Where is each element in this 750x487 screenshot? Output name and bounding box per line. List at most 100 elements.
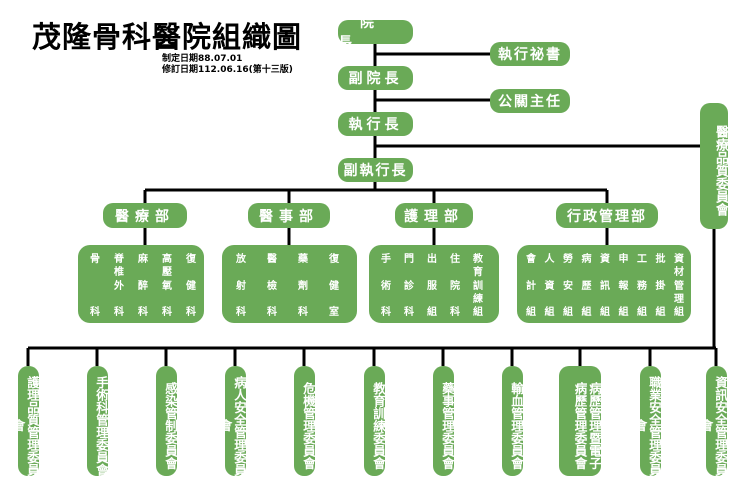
pr-director-node: 公關主任 [490,89,570,113]
unit-char: 安 [563,281,573,292]
unit-char: 訊 [600,281,610,292]
unit-column: 人資組 [542,245,558,323]
unit-char: 檢 [267,281,277,292]
unit-column: 放射科 [233,245,249,323]
dept-administration: 行政管理部 [556,203,658,228]
president-node: 院長 [338,15,413,51]
unit-char: 會 [526,254,536,265]
nursing-units-group: 手術科門診科出服組住院科教育訓練組 [369,245,499,323]
unit-column: 住院科 [447,245,463,323]
committee-label: 職業安全管理委員會 [632,375,663,476]
unit-char: 申 [618,254,629,265]
unit-column: 手術科 [378,245,394,323]
unit-char: 育 [473,267,483,278]
unit-char: 工 [637,254,647,265]
committee-label: 手術科管理委員會 [94,375,109,476]
committee-box: 感染管制委員會 [156,366,178,476]
committee-box: 教育訓練委員會 [364,366,386,476]
committee-label: 感染管制委員會 [163,381,178,470]
quality-committee-right-node: 醫療品質委員會 [700,103,728,229]
unit-char: 組 [526,307,536,318]
unit-column: 復健科 [183,245,199,323]
dept-medical: 醫療部 [103,203,187,228]
unit-char: 資 [674,254,684,265]
unit-column: 勞安組 [560,245,576,323]
unit-char: 手 [381,254,391,265]
vice-president-node: 副院長 [338,66,413,90]
unit-char: 椎 [114,267,124,278]
unit-char: 組 [618,307,629,318]
unit-char: 診 [404,281,414,292]
committee-box: 病人安全管理委員會 [218,366,247,476]
medical-units-group: 骨科脊椎外科麻醉科高壓氧科復健科 [78,245,204,323]
unit-char: 科 [162,307,172,318]
committee-box: 危機管理委員會 [294,366,316,476]
unit-char: 管 [674,281,684,292]
unit-column: 出服組 [424,245,440,323]
unit-char: 術 [381,281,391,292]
unit-char: 外 [114,281,124,292]
unit-column: 資訊組 [597,245,613,323]
committee-label: 病歷管理暨電子病歷管理委員會 [572,381,603,470]
unit-column: 藥劑科 [295,245,311,323]
unit-char: 服 [427,281,437,292]
unit-column: 復健室 [326,245,342,323]
revised-date: 修訂日期112.06.16(第十三版) [162,65,293,75]
unit-char: 骨 [90,254,100,265]
unit-char: 院 [450,281,460,292]
date-block: 制定日期88.07.01 修訂日期112.06.16(第十三版) [162,54,293,76]
deputy-executive-node: 副執行長 [338,158,413,182]
unit-column: 麻醉科 [135,245,151,323]
unit-char: 資 [544,281,555,292]
unit-char: 科 [114,307,124,318]
unit-column: 高壓氧科 [159,245,175,323]
unit-char: 練 [473,294,483,305]
unit-column: 骨科 [87,245,103,323]
unit-char: 勞 [563,254,573,265]
unit-char: 報 [618,281,629,292]
unit-char: 科 [236,307,246,318]
unit-char: 組 [674,307,684,318]
unit-column: 批掛組 [653,245,669,323]
unit-char: 醉 [138,281,148,292]
unit-char: 組 [563,307,573,318]
unit-char: 計 [526,281,536,292]
unit-char: 組 [581,307,592,318]
committee-box: 輸血管理委員會 [502,366,524,476]
unit-char: 射 [236,281,246,292]
unit-char: 科 [186,307,196,318]
unit-char: 組 [473,307,483,318]
unit-column: 門診科 [401,245,417,323]
unit-char: 理 [674,294,684,305]
committee-box: 藥事管理委員會 [433,366,455,476]
committee-label: 護理品質管理委員會 [10,375,41,476]
unit-char: 訓 [473,281,483,292]
unit-char: 高 [162,254,172,265]
committee-box: 手術科管理委員會 [87,366,109,476]
unit-char: 醫 [267,254,277,265]
unit-char: 復 [329,254,339,265]
unit-char: 氧 [162,281,172,292]
dept-medical-affairs: 醫事部 [248,203,330,228]
dept-nursing: 護理部 [395,203,473,228]
committee-label: 危機管理委員會 [301,381,316,470]
unit-char: 務 [637,281,647,292]
unit-column: 病歷組 [579,245,595,323]
unit-column: 資材管理組 [671,245,687,323]
unit-char: 劑 [298,281,308,292]
unit-char: 歷 [581,281,592,292]
unit-char: 科 [90,307,100,318]
unit-char: 掛 [655,281,666,292]
committee-box: 病歷管理暨電子病歷管理委員會 [559,366,603,476]
unit-char: 門 [404,254,414,265]
unit-char: 科 [404,307,414,318]
committee-label: 教育訓練委員會 [371,381,386,470]
unit-char: 材 [674,267,684,278]
committee-box: 護理品質管理委員會 [11,366,40,476]
committee-box: 職業安全管理委員會 [633,366,662,476]
committee-label: 病人安全管理委員會 [217,375,248,476]
unit-char: 脊 [114,254,124,265]
unit-char: 科 [450,307,460,318]
unit-column: 申報組 [616,245,632,323]
